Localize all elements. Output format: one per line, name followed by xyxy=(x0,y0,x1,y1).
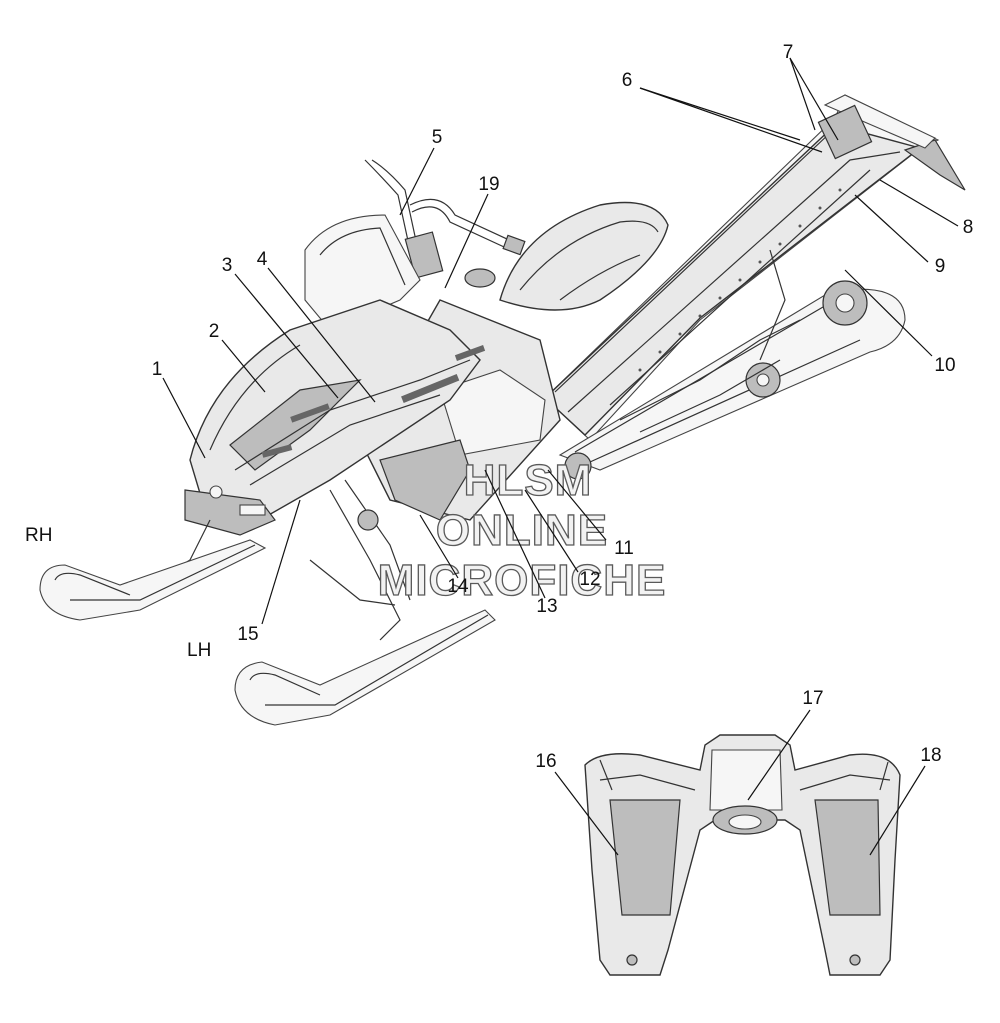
callout-16: 16 xyxy=(535,751,556,772)
watermark-line-3: MICROFICHE xyxy=(378,556,667,605)
callout-12: 12 xyxy=(579,569,600,590)
watermark-line-1: HLSM xyxy=(464,456,593,505)
callout-3: 3 xyxy=(222,255,233,276)
side-label-lh: LH xyxy=(187,640,211,661)
callout-5: 5 xyxy=(432,127,443,148)
side-label-rh: RH xyxy=(25,525,52,546)
callout-9: 9 xyxy=(935,256,946,277)
callout-7: 7 xyxy=(783,42,794,63)
callout-2: 2 xyxy=(209,321,220,342)
callout-13: 13 xyxy=(536,596,557,617)
callouts: 1 2 3 4 5 6 7 8 9 10 11 12 13 14 15 16 1… xyxy=(152,42,974,772)
callout-15: 15 xyxy=(237,624,258,645)
callout-17: 17 xyxy=(802,688,823,709)
hood-inset-drawing xyxy=(584,734,901,976)
snowmobile-drawing xyxy=(39,94,966,726)
callout-10: 10 xyxy=(934,355,955,376)
callout-4: 4 xyxy=(257,249,268,270)
callout-11: 11 xyxy=(614,538,634,559)
callout-19: 19 xyxy=(478,174,499,195)
callout-14: 14 xyxy=(447,576,469,597)
callout-6: 6 xyxy=(622,70,633,91)
leader-lines xyxy=(162,57,959,856)
callout-8: 8 xyxy=(963,217,974,238)
callout-18: 18 xyxy=(920,745,941,766)
callout-1: 1 xyxy=(152,359,163,380)
